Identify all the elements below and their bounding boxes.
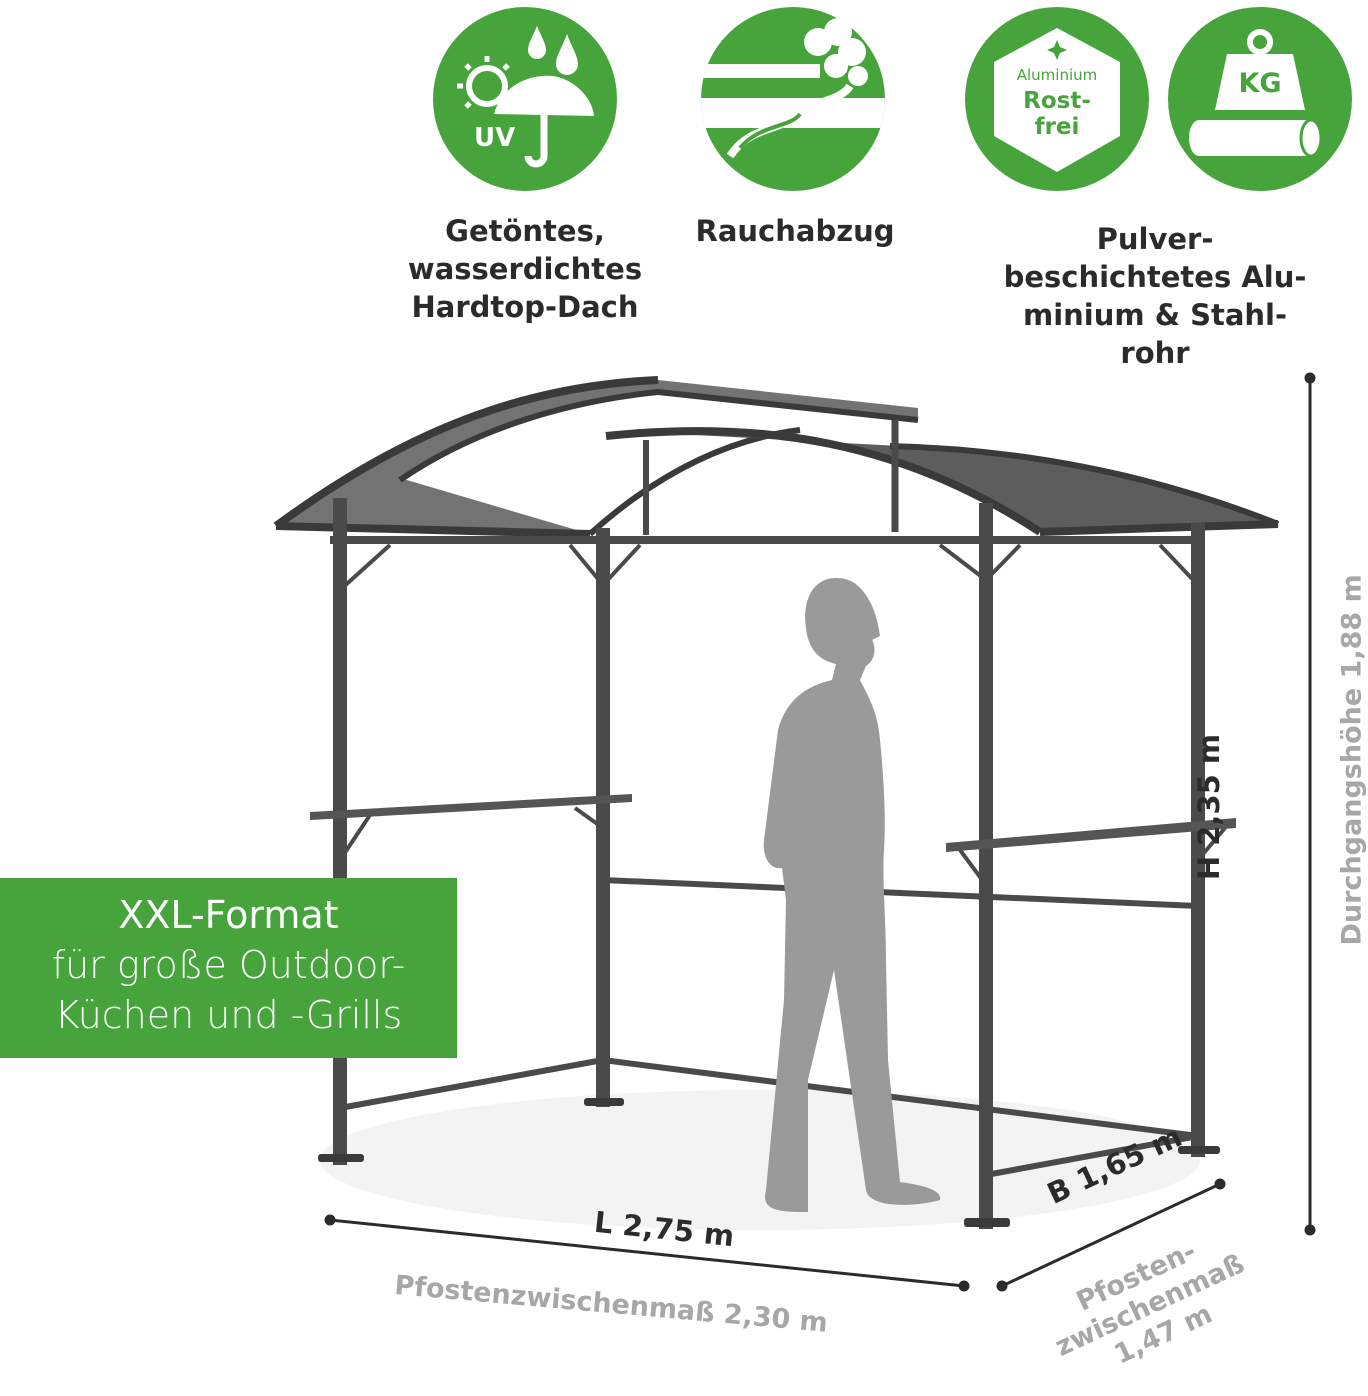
feature-roof-label: Getöntes, wasserdichtes Hardtop-Dach — [380, 212, 670, 326]
svg-text:KG: KG — [1238, 68, 1281, 99]
feature-material-line4: rohr — [1120, 336, 1190, 370]
svg-text:Aluminium: Aluminium — [1017, 66, 1098, 84]
feature-material-line2: beschichtetes Alu- — [1003, 260, 1307, 294]
roof-upper-panel — [276, 380, 918, 534]
person-silhouette — [763, 578, 941, 1212]
banner-line2: für große Outdoor- — [51, 943, 406, 987]
rustfree-aluminium-icon: Aluminium Rost- frei — [965, 7, 1149, 191]
svg-text:UV: UV — [474, 123, 515, 153]
feature-smoke-line1: Rauchabzug — [695, 214, 895, 248]
feature-roof-line3: Hardtop-Dach — [411, 290, 639, 324]
feature-smoke-label: Rauchabzug — [680, 212, 910, 250]
uv-rain-umbrella-icon: UV — [433, 7, 617, 191]
xxl-format-banner: XXL-Format für große Outdoor- Küchen und… — [0, 878, 457, 1058]
banner-title: XXL-Format — [118, 893, 339, 937]
weight-pipe-icon: KG — [1168, 7, 1352, 191]
height-label: H 2,35 m — [1192, 733, 1227, 881]
smoke-vent-icon — [701, 7, 885, 191]
roof-lower-panel — [606, 431, 1278, 532]
clearance-height-label: Durchgangshöhe 1,88 m — [1336, 574, 1368, 946]
feature-material-line3: minium & Stahl- — [1022, 298, 1288, 332]
svg-text:frei: frei — [1035, 114, 1080, 140]
feature-roof-line1: Getöntes, — [445, 214, 605, 248]
feature-material-label: Pulver- beschichtetes Alu- minium & Stah… — [980, 220, 1330, 372]
gazebo-illustration — [273, 372, 1316, 1292]
feature-material-line1: Pulver- — [1096, 222, 1214, 256]
svg-text:Rost-: Rost- — [1023, 88, 1091, 114]
banner-line3: Küchen und -Grills — [54, 993, 403, 1037]
feature-roof-line2: wasserdichtes — [407, 252, 643, 286]
